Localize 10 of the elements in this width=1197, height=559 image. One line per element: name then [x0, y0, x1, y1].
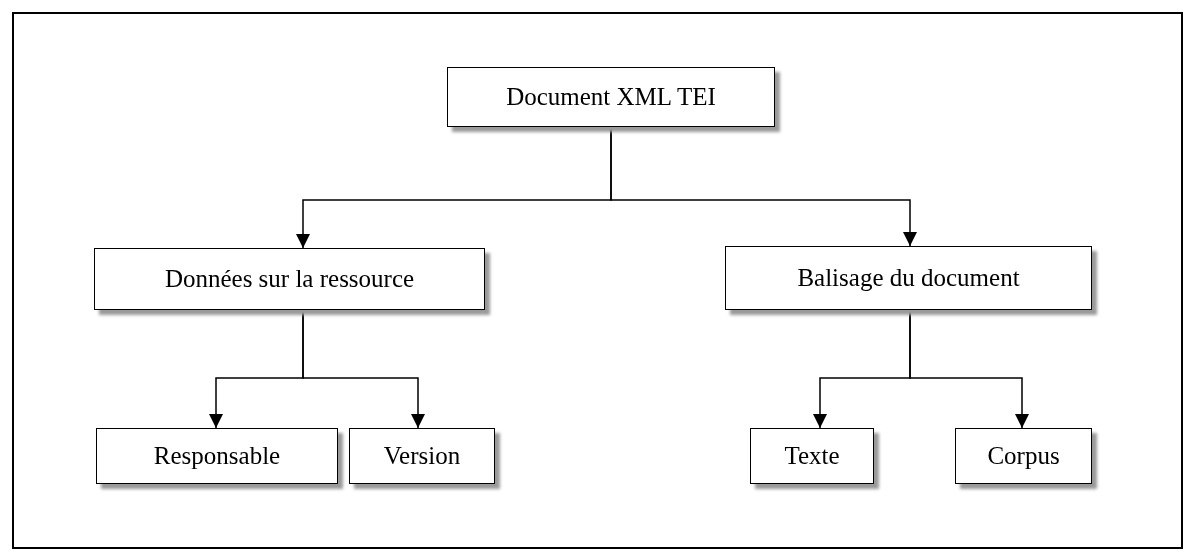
arrow [909, 309, 1029, 429]
category-box: Balisage du document [725, 246, 1092, 310]
leaf-box: Responsable [96, 428, 338, 484]
arrow [610, 126, 917, 247]
category-box: Données sur la ressource [94, 248, 485, 310]
leaf-box: Corpus [955, 428, 1092, 484]
root-box: Document XML TEI [447, 67, 775, 127]
arrow [302, 309, 425, 429]
leaf-box: Texte [750, 428, 874, 484]
leaf-box: Version [349, 428, 495, 484]
